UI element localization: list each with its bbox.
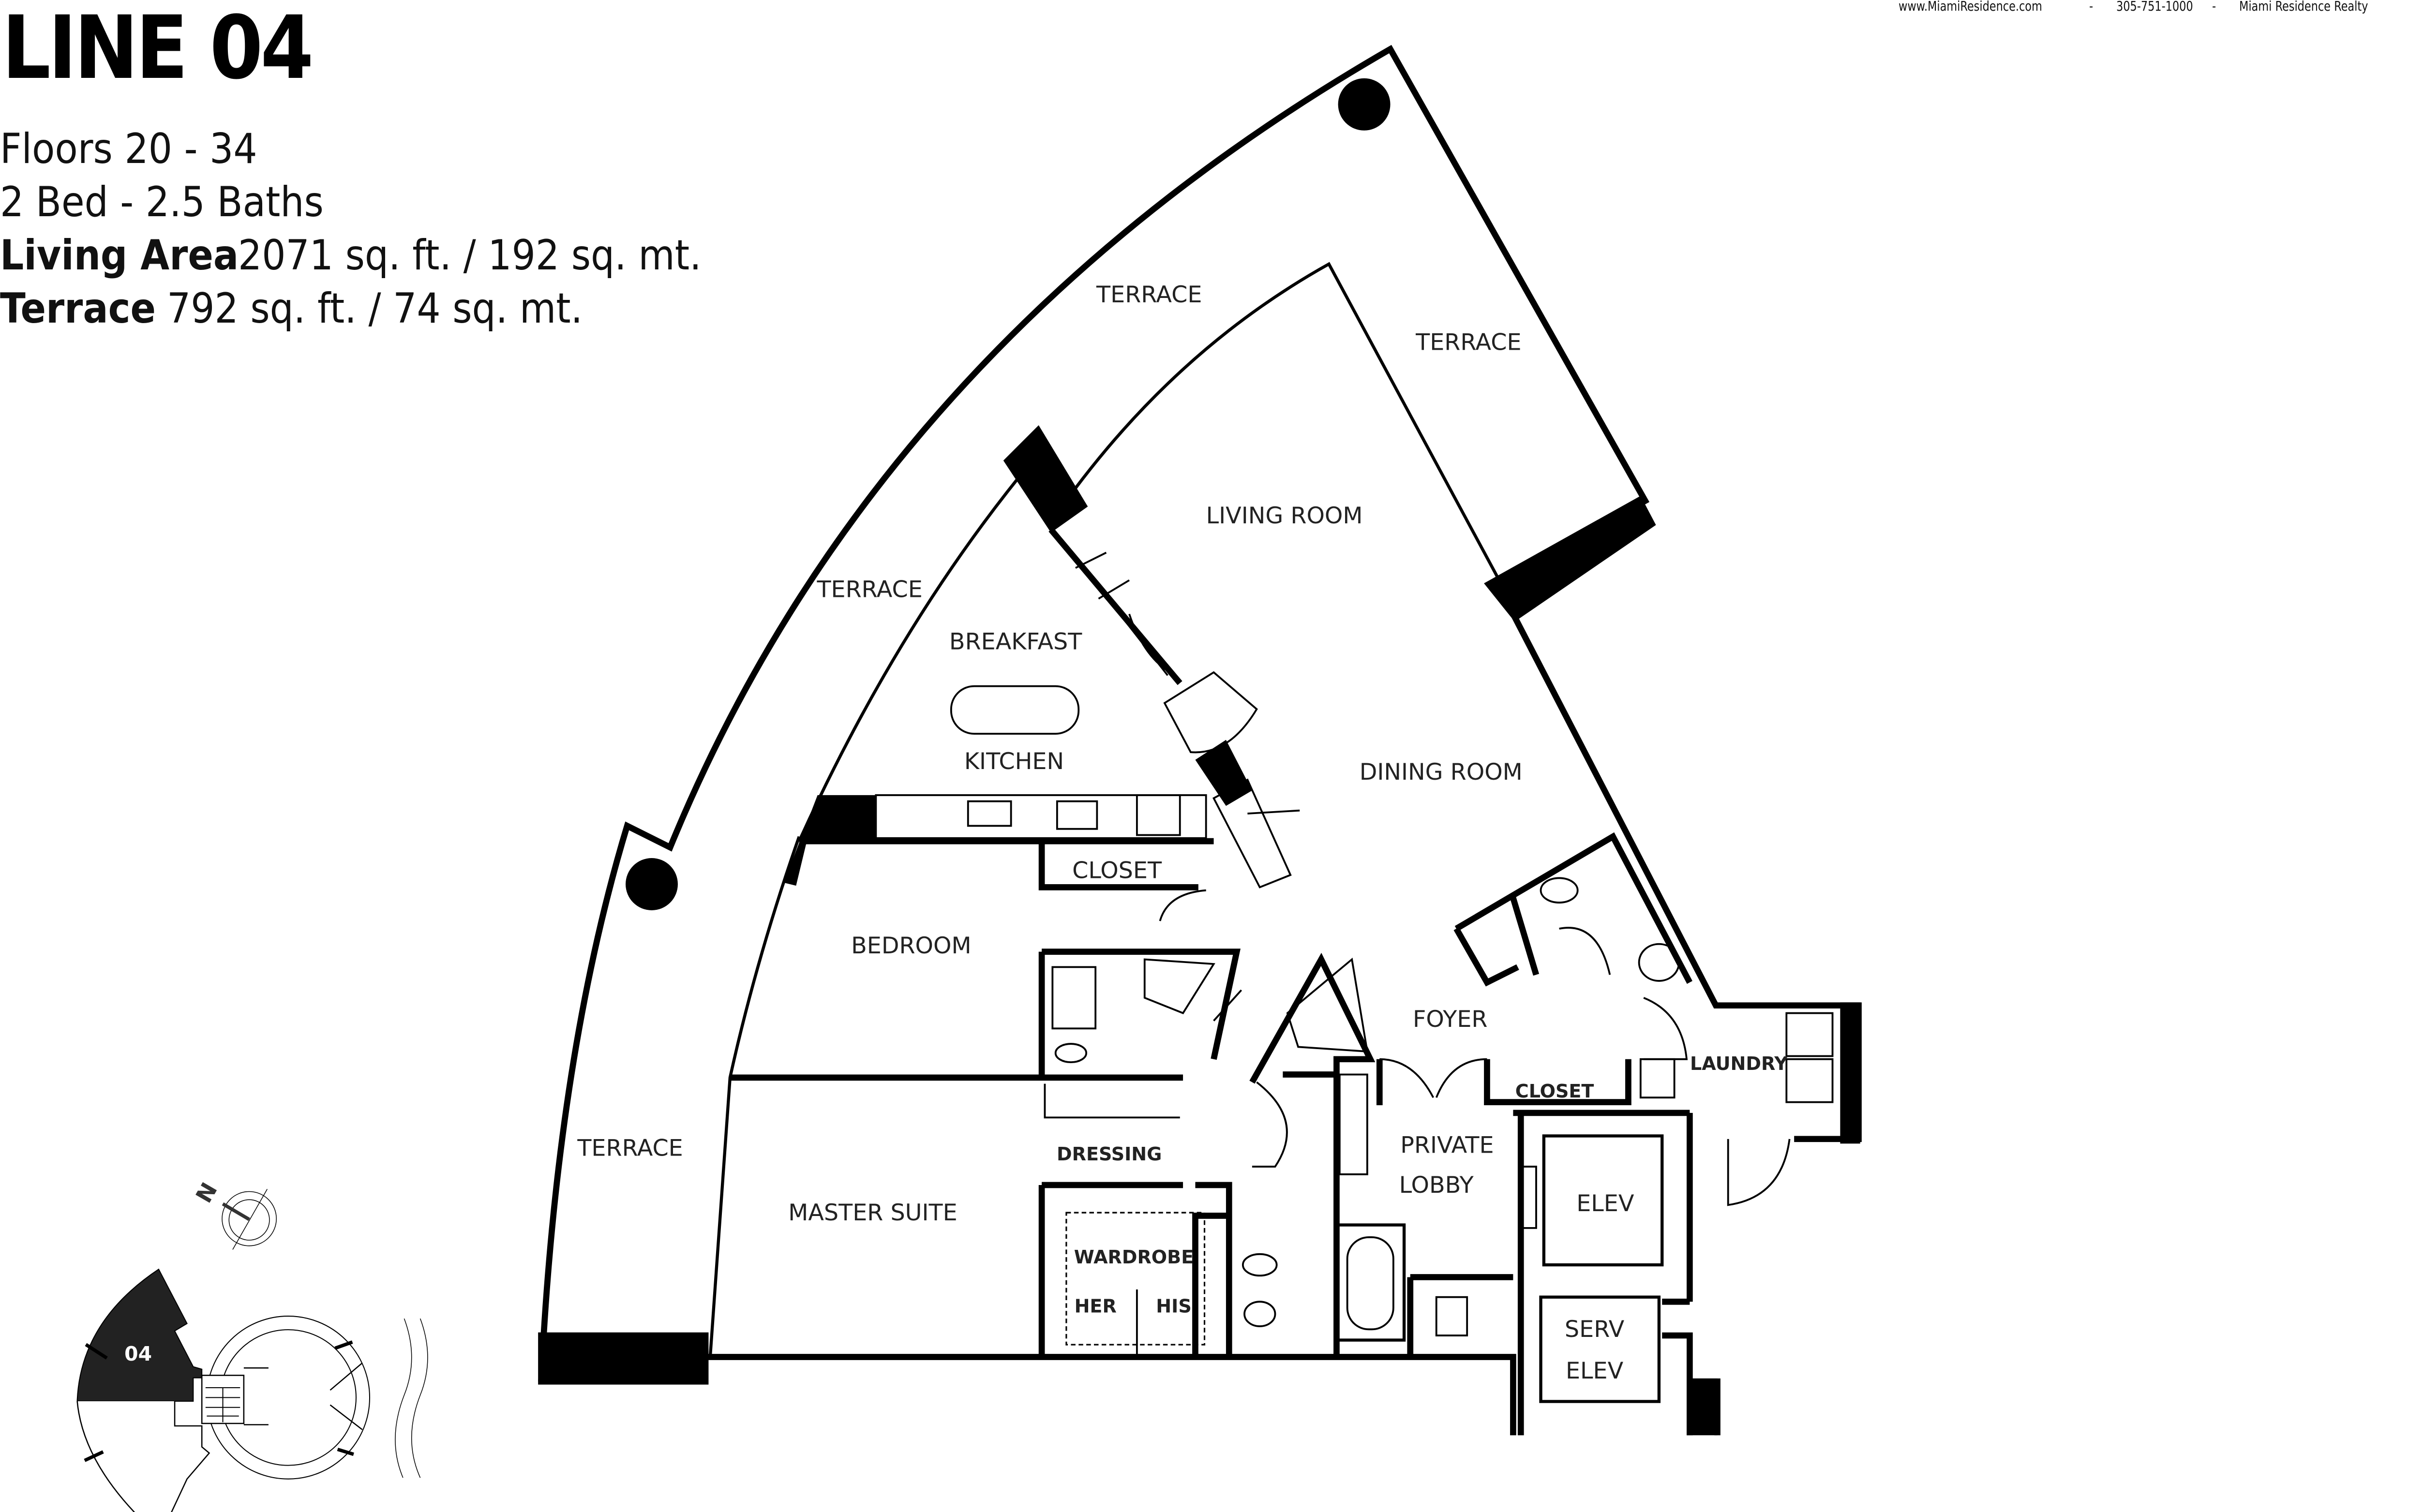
wall xyxy=(1453,832,1692,987)
floors-text: Floors 20 - 34 xyxy=(0,125,257,173)
room-label-terrace: TERRACE xyxy=(1096,282,1202,308)
room-label-private-lobby: LOBBY xyxy=(1399,1172,1474,1199)
core-wall xyxy=(1662,1112,1721,1436)
room-label-closet: CLOSET xyxy=(1515,1081,1594,1102)
structural-column xyxy=(1484,496,1656,622)
bathtub-basin xyxy=(1346,1236,1394,1331)
room-label-terrace: TERRACE xyxy=(1415,329,1521,356)
room-label-breakfast: BREAKFAST xyxy=(949,628,1082,655)
room-label-service-elevator: SERV xyxy=(1565,1316,1625,1343)
terrace-area-value: 792 sq. ft. / 74 sq. mt. xyxy=(167,284,583,333)
shower-icon xyxy=(1286,957,1369,1052)
water-waves-icon xyxy=(395,1318,428,1478)
toilet-icon xyxy=(1054,1043,1088,1064)
structural-column xyxy=(1003,425,1088,533)
room-label-private-lobby: PRIVATE xyxy=(1400,1132,1494,1158)
storage-icon xyxy=(1435,1296,1468,1336)
structural-column xyxy=(1840,1002,1860,1144)
elevator-car xyxy=(1542,1134,1664,1267)
door-swing xyxy=(1252,1081,1288,1168)
structural-column xyxy=(538,1332,709,1385)
window-line xyxy=(1074,262,1502,584)
kitchen-island xyxy=(950,685,1080,735)
door-swing xyxy=(1163,671,1258,754)
terrace-area-label: Terrace xyxy=(0,284,156,333)
wall xyxy=(707,1354,1516,1436)
wall xyxy=(1249,952,1376,1359)
room-label-dressing: DRESSING xyxy=(1057,1143,1162,1165)
door-swing xyxy=(1727,1139,1791,1206)
kitchen-sink-icon xyxy=(967,800,1012,827)
room-label-kitchen: KITCHEN xyxy=(964,748,1064,775)
wall xyxy=(1038,1182,1232,1359)
room-label-wardrobe: WARDROBE xyxy=(1074,1246,1194,1268)
dryer-icon xyxy=(1785,1058,1834,1103)
sink-icon xyxy=(1540,877,1579,904)
room-label-elevator: ELEV xyxy=(1576,1190,1634,1217)
unit-04-highlight xyxy=(76,1268,203,1402)
room-label-service-elevator: ELEV xyxy=(1566,1358,1624,1384)
vanity-icon xyxy=(1051,966,1097,1030)
compass-icon: N xyxy=(191,1178,277,1250)
key-plan: N 04 xyxy=(76,1178,428,1512)
unit-title: LINE 04 xyxy=(2,0,314,99)
round-column xyxy=(1338,78,1391,131)
wall xyxy=(1044,1083,1180,1119)
vanity-icon xyxy=(1338,1073,1368,1175)
room-label-terrace: TERRACE xyxy=(816,577,922,603)
exterior-wall-right xyxy=(1510,612,1862,1142)
room-label-laundry: LAUNDRY xyxy=(1690,1053,1788,1074)
door-swing xyxy=(1159,889,1242,1022)
wall xyxy=(1038,844,1241,1075)
wall xyxy=(1048,527,1182,685)
structural-column xyxy=(1687,1378,1718,1436)
shower-icon xyxy=(1143,958,1215,1014)
toilet-icon xyxy=(1638,943,1680,982)
door-swing xyxy=(1379,1058,1487,1098)
company-name: Miami Residence Realty xyxy=(2212,0,2368,15)
unit-outline xyxy=(76,1401,210,1512)
window-line xyxy=(708,836,801,1359)
phone-number: 305-751-1000 xyxy=(2089,0,2193,15)
room-label-her: HER xyxy=(1075,1295,1117,1317)
elevator-door xyxy=(1521,1166,1537,1229)
kitchen-counter xyxy=(875,794,1207,839)
sink-icon xyxy=(1242,1253,1278,1277)
bathtub-icon xyxy=(1335,1223,1406,1342)
room-label-his: HIS xyxy=(1156,1295,1191,1317)
outer-terrace-edge xyxy=(538,44,1650,1382)
washer-icon xyxy=(1785,1012,1834,1057)
laundry-sink-icon xyxy=(1639,1058,1676,1099)
room-label-foyer: FOYER xyxy=(1413,1006,1487,1033)
window-line xyxy=(797,460,1034,842)
fridge-icon xyxy=(1136,794,1181,836)
wardrobe-closet xyxy=(1065,1212,1206,1346)
cooktop-icon xyxy=(1056,800,1098,830)
wall xyxy=(1376,1059,1690,1436)
north-label: N xyxy=(191,1178,223,1207)
room-label-bedroom: BEDROOM xyxy=(851,933,971,959)
unit-04-label: 04 xyxy=(124,1342,152,1365)
beds-baths-text: 2 Bed - 2.5 Baths xyxy=(0,178,324,226)
service-elevator-car xyxy=(1539,1295,1661,1403)
room-label-terrace: TERRACE xyxy=(577,1135,683,1162)
room-label-dining-room: DINING ROOM xyxy=(1360,759,1523,786)
structural-column xyxy=(1195,740,1252,806)
pantry-cabinets xyxy=(1041,513,1176,677)
room-label-closet: CLOSET xyxy=(1072,857,1162,884)
door-swing xyxy=(1212,778,1300,889)
room-label-master-suite: MASTER SUITE xyxy=(788,1200,957,1226)
round-column xyxy=(626,858,678,910)
toilet-icon xyxy=(1243,1301,1276,1327)
living-area-value: 2071 sq. ft. / 192 sq. mt. xyxy=(238,231,702,280)
door-swing xyxy=(1559,927,1688,1060)
room-label-living-room: LIVING ROOM xyxy=(1206,503,1363,529)
living-area-label: Living Area xyxy=(0,231,239,280)
website-link[interactable]: www.MiamiResidence.com xyxy=(1899,0,2042,14)
